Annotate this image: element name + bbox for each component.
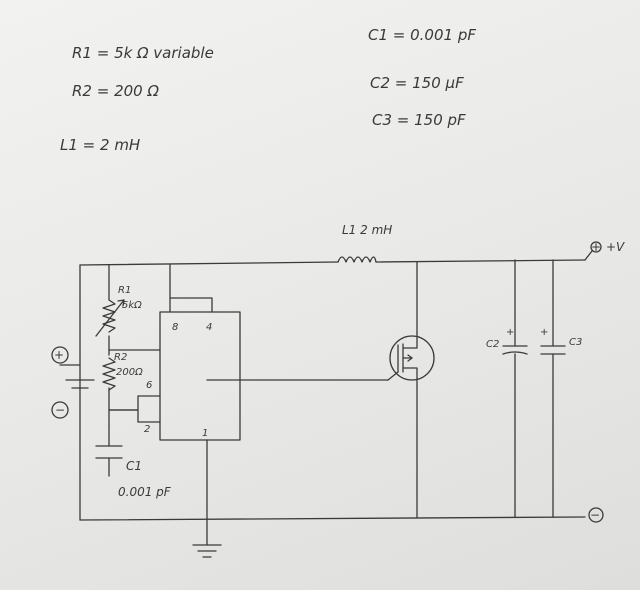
note-l1: L1 = 2 mH (60, 136, 140, 154)
resistor-r1-name: R1 (118, 285, 131, 296)
resistor-r1-symbol (102, 299, 116, 333)
battery-negative-terminal (51, 401, 69, 419)
battery-plus-sign: + (54, 348, 64, 362)
timer-ic-chip (159, 311, 241, 441)
note-r2: R2 = 200 Ω (72, 82, 159, 100)
ground-icon (192, 544, 222, 558)
capacitor-c1-value: 0.001 pF (118, 485, 172, 499)
note-c3: C3 = 150 pF (372, 111, 466, 129)
capacitor-c2-plus: + (506, 327, 514, 338)
battery-minus-sign: − (55, 403, 65, 417)
resistor-r1-value: 5kΩ (122, 300, 142, 311)
ic-pin-4: 4 (206, 322, 212, 333)
output-minus-sign: − (590, 508, 600, 522)
ic-pin-2: 2 (144, 424, 150, 435)
output-plus-sign: + (591, 240, 601, 254)
inductor-l1-symbol (337, 256, 377, 263)
capacitor-c2-symbol (502, 345, 528, 355)
note-c2: C2 = 150 µF (370, 74, 464, 92)
capacitor-c2-name: C2 (486, 339, 499, 350)
inductor-l1-label: L1 2 mH (342, 223, 392, 237)
note-c1: C1 = 0.001 pF (368, 26, 476, 44)
ic-pin-8: 8 (172, 322, 178, 333)
output-positive-terminal (590, 241, 602, 253)
resistor-r2-name: R2 (114, 352, 127, 363)
ic-pin-1: 1 (202, 428, 208, 439)
ic-pin-6: 6 (146, 380, 152, 391)
capacitor-c3-plus: + (540, 327, 548, 338)
capacitor-c3-name: C3 (569, 337, 582, 348)
mosfet-transistor-symbol (387, 331, 435, 386)
note-r1: R1 = 5k Ω variable (72, 44, 214, 62)
output-voltage-label: +V (606, 240, 625, 254)
battery-positive-terminal (51, 346, 69, 364)
capacitor-c1-symbol (95, 445, 123, 459)
resistor-r2-symbol (102, 357, 116, 391)
output-negative-terminal (588, 507, 604, 523)
capacitor-c3-symbol (540, 345, 566, 355)
circuit-wires (59, 259, 586, 546)
capacitor-c1-name: C1 (126, 459, 142, 473)
resistor-r2-value: 200Ω (116, 367, 143, 378)
